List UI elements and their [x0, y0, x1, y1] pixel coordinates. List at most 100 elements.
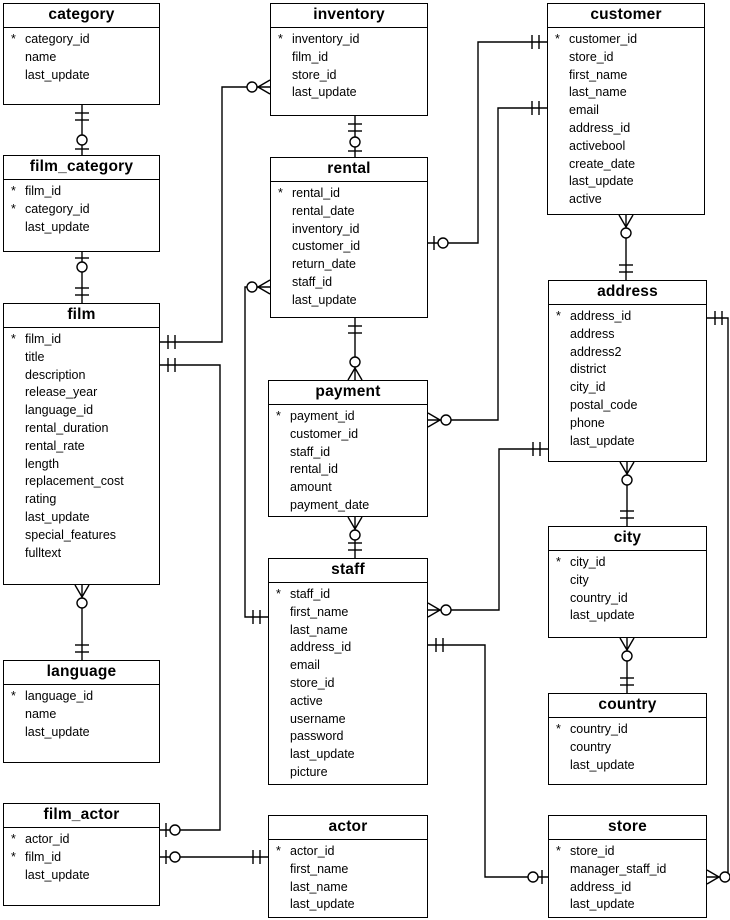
table-field: first_name: [269, 861, 427, 879]
field-name: language_id: [25, 689, 94, 703]
table-title-store: store: [549, 816, 706, 840]
table-field: length: [4, 456, 159, 474]
table-field: address2: [549, 344, 706, 362]
table-field: *rental_id: [271, 185, 427, 203]
table-title-film: film: [4, 304, 159, 328]
field-name: customer_id: [292, 239, 361, 254]
table-title-city: city: [549, 527, 706, 551]
field-name: rental_duration: [25, 420, 109, 435]
field-name: last_update: [569, 174, 634, 189]
relationship-rental-staff: [244, 286, 270, 618]
cardinality-one-glyph: [167, 335, 176, 349]
cardinality-one-glyph: [531, 101, 540, 115]
table-field: store_id: [269, 675, 427, 693]
field-name: address_id: [570, 309, 632, 323]
primary-key-marker: *: [556, 722, 561, 736]
field-name: active: [290, 693, 323, 708]
table-field: last_update: [548, 173, 704, 191]
primary-key-marker: *: [11, 32, 16, 46]
cardinality-one-glyph: [620, 510, 634, 519]
table-field: last_update: [549, 757, 706, 775]
field-name: picture: [290, 764, 328, 779]
table-field: create_date: [548, 156, 704, 174]
field-name: create_date: [569, 156, 636, 171]
table-field: description: [4, 367, 159, 385]
primary-key-marker: *: [276, 844, 281, 858]
table-field: manager_staff_id: [549, 861, 706, 879]
table-title-inventory: inventory: [271, 4, 427, 28]
table-field: inventory_id: [271, 221, 427, 239]
primary-key-marker: *: [11, 849, 16, 864]
field-name: last_update: [292, 85, 357, 100]
table-field: username: [269, 711, 427, 729]
field-name: return_date: [292, 257, 356, 272]
field-name: last_update: [25, 67, 90, 82]
primary-key-marker: *: [11, 689, 16, 703]
field-name: film_id: [25, 849, 62, 864]
cardinality-one-glyph: [252, 610, 261, 624]
field-name: postal_code: [570, 397, 638, 412]
cardinality-zero-one-glyph: [75, 257, 89, 273]
field-name: rating: [25, 492, 57, 507]
field-name: email: [569, 103, 599, 118]
field-name: address_id: [290, 640, 352, 655]
field-name: first_name: [290, 861, 349, 876]
field-name: film_id: [25, 332, 62, 346]
table-field: first_name: [548, 67, 704, 85]
field-name: store_id: [570, 844, 615, 858]
cardinality-many-glyph: [347, 356, 363, 381]
cardinality-zero-one-glyph: [165, 823, 181, 837]
field-name: amount: [290, 480, 332, 495]
relationship-customer-payment: [428, 107, 547, 421]
table-field: city_id: [549, 379, 706, 397]
table-field: active: [548, 191, 704, 209]
table-field: store_id: [271, 67, 427, 85]
field-name: store_id: [569, 49, 614, 64]
field-name: rental_date: [292, 203, 355, 218]
field-name: phone: [570, 415, 605, 430]
table-field: postal_code: [549, 397, 706, 415]
field-name: rental_id: [290, 462, 338, 477]
field-name: replacement_cost: [25, 474, 124, 489]
table-field: country_id: [549, 590, 706, 608]
cardinality-one-glyph: [714, 311, 723, 325]
table-field: last_update: [4, 219, 159, 237]
field-name: name: [25, 706, 57, 721]
table-field: language_id: [4, 402, 159, 420]
field-name: last_update: [570, 433, 635, 448]
table-field: *city_id: [549, 554, 706, 572]
field-name: manager_staff_id: [570, 861, 667, 876]
field-name: activebool: [569, 138, 626, 153]
table-field: address_id: [549, 879, 706, 897]
field-name: district: [570, 362, 607, 377]
cardinality-one-glyph: [620, 677, 634, 686]
primary-key-marker: *: [276, 409, 281, 423]
field-name: staff_id: [290, 444, 331, 459]
cardinality-zero-one-glyph: [433, 236, 449, 250]
field-name: last_name: [290, 879, 348, 894]
cardinality-one-glyph: [435, 638, 444, 652]
relationship-staff-store: [428, 644, 548, 878]
cardinality-one-glyph: [619, 264, 633, 273]
table-field: district: [549, 361, 706, 379]
field-name: address2: [570, 344, 622, 359]
table-field: first_name: [269, 604, 427, 622]
table-field: last_update: [4, 509, 159, 527]
field-name: last_name: [569, 85, 627, 100]
primary-key-marker: *: [11, 332, 16, 346]
field-name: country_id: [570, 590, 628, 605]
table-field: activebool: [548, 138, 704, 156]
field-name: inventory_id: [292, 221, 360, 236]
table-field: last_update: [4, 867, 159, 885]
field-name: email: [290, 658, 320, 673]
table-field: picture: [269, 764, 427, 782]
